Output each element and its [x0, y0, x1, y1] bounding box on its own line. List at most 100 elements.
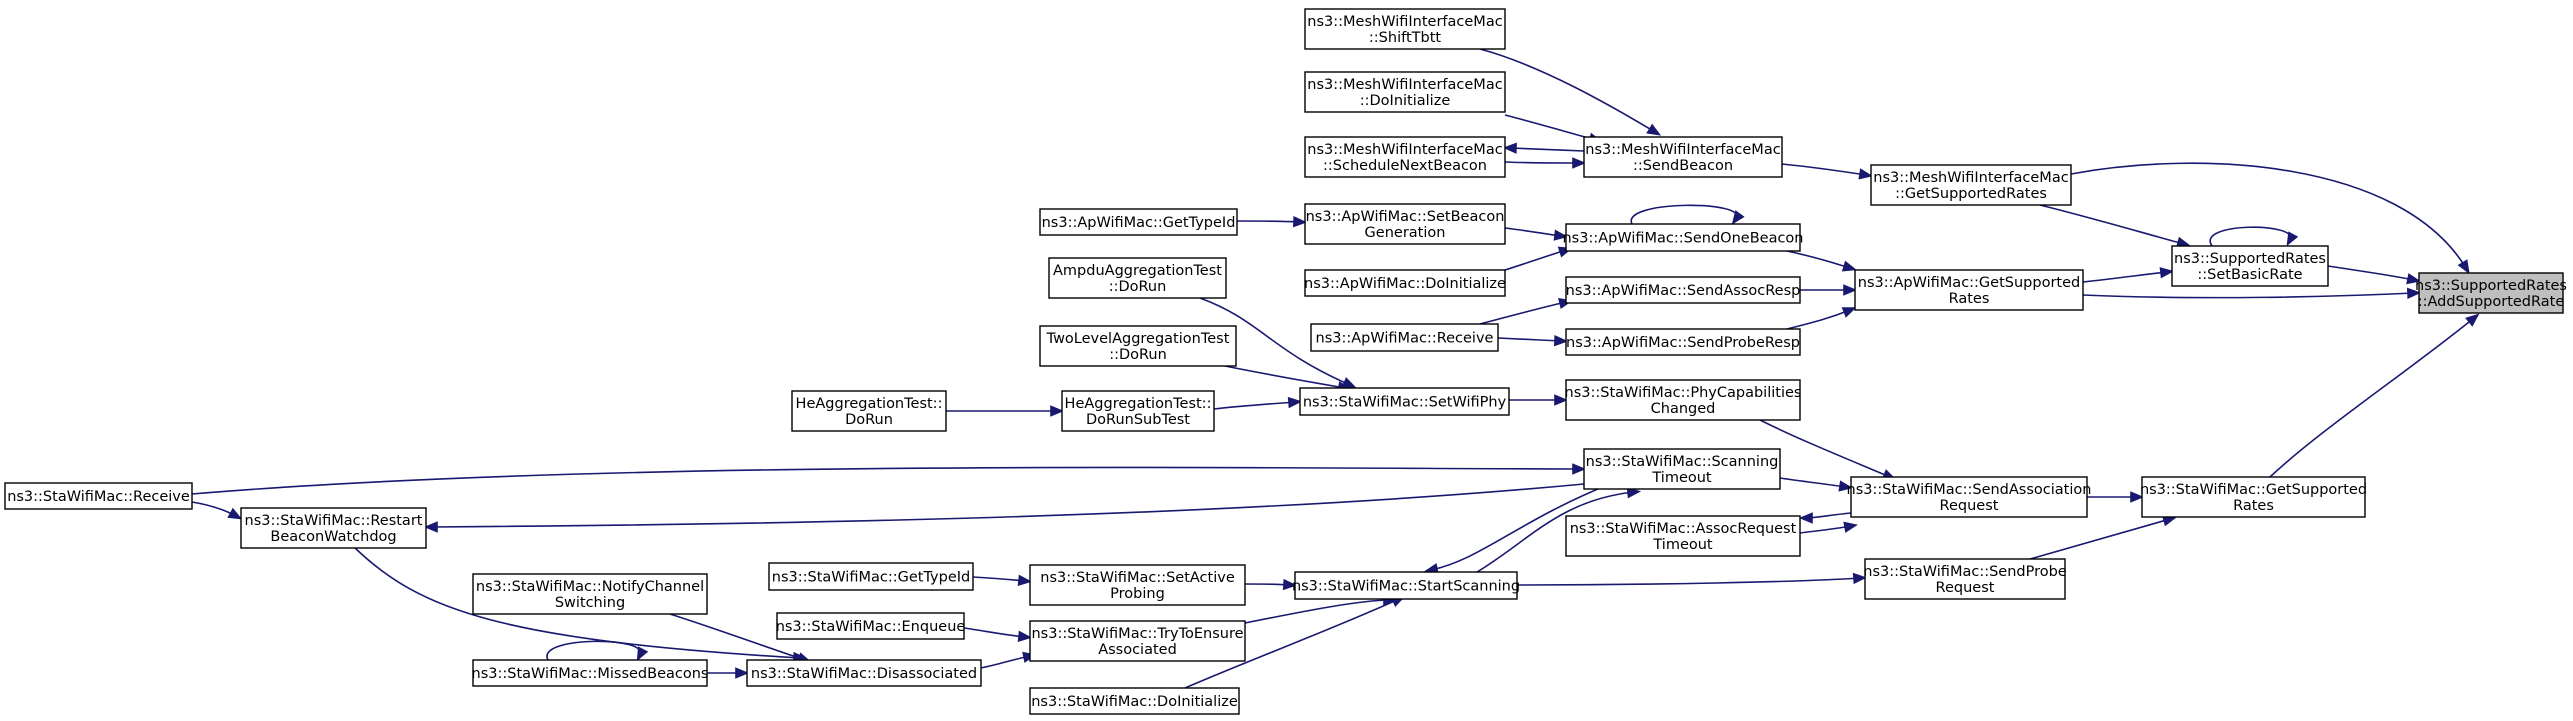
- edge-n2-n5: [1502, 142, 1585, 154]
- node-n27[interactable]: ns3::StaWifiMac::StartScanning: [1292, 571, 1520, 600]
- edge-line: [1516, 577, 1861, 586]
- node-box: [1565, 328, 1801, 356]
- node-n2[interactable]: ns3::MeshWifiInterfaceMac::SendBeacon: [1583, 136, 1783, 178]
- edge-n29-n28: [972, 574, 1033, 587]
- node-n33[interactable]: ns3::StaWifiMac::MissedBeacons: [472, 659, 709, 687]
- edge-line: [1224, 365, 1346, 389]
- edge-line: [1786, 309, 1851, 330]
- node-label: ns3::ApWifiMac::SetBeacon: [1306, 209, 1505, 225]
- node-label: ::ShiftTbtt: [1369, 30, 1441, 46]
- arrowhead: [1553, 334, 1569, 347]
- node-n21[interactable]: HeAggregationTest::DoRunSubTest: [1061, 390, 1215, 432]
- node-n1[interactable]: ns3::MeshWifiInterfaceMac::GetSupportedR…: [1870, 164, 2072, 206]
- edge-n12-n7: [1800, 284, 1858, 296]
- edge-line: [980, 655, 1031, 669]
- node-box: [1304, 203, 1506, 245]
- edge-line: [1759, 419, 1891, 478]
- node-label: TwoLevelAggregationTest: [1046, 331, 1230, 347]
- edge-n28-n27: [1244, 578, 1298, 591]
- arrowhead: [2406, 273, 2421, 285]
- edge-n31-n30: [963, 627, 1033, 643]
- node-box: [746, 659, 982, 687]
- node-box: [1294, 571, 1518, 600]
- node-label: ns3::ApWifiMac::SendOneBeacon: [1562, 231, 1803, 247]
- edge-n3-n2: [1479, 48, 1662, 136]
- node-n6[interactable]: ns3::SupportedRates::SetBasicRate: [2171, 245, 2329, 287]
- node-box: [1061, 390, 1215, 432]
- edge-line: [1497, 337, 1562, 342]
- edge-n7-n6: [2082, 267, 2175, 283]
- node-box: [1304, 71, 1506, 113]
- arrowhead: [2465, 313, 2480, 327]
- edge-n19-n18: [1199, 297, 1357, 388]
- node-n11[interactable]: ns3::ApWifiMac::DoInitialize: [1304, 269, 1506, 297]
- edge-line: [963, 627, 1026, 638]
- edge-line: [1199, 297, 1351, 386]
- node-label: AmpduAggregationTest: [1053, 263, 1222, 279]
- edge-line: [2269, 317, 2475, 478]
- node-box: [1310, 323, 1499, 352]
- node-box: [776, 612, 965, 640]
- node-label: ns3::ApWifiMac::Receive: [1316, 331, 1494, 347]
- edge-line: [1779, 477, 1847, 488]
- node-label: ns3::StaWifiMac::PhyCapabilities: [1565, 385, 1802, 401]
- arrowhead: [1572, 157, 1587, 169]
- node-box: [472, 659, 708, 687]
- node-label: ::ScheduleNextBeacon: [1323, 158, 1487, 174]
- node-label: ns3::StaWifiMac::SetWifiPhy: [1303, 395, 1507, 411]
- node-n10[interactable]: ns3::ApWifiMac::GetTypeId: [1039, 208, 1238, 236]
- node-box: [2141, 476, 2366, 518]
- edge-line: [1184, 598, 1400, 689]
- edge-n10-n9: [1236, 215, 1308, 228]
- node-n4[interactable]: ns3::MeshWifiInterfaceMac::DoInitialize: [1304, 71, 1506, 113]
- node-n13[interactable]: ns3::ApWifiMac::Receive: [1310, 323, 1499, 352]
- node-n29[interactable]: ns3::StaWifiMac::GetTypeId: [768, 562, 974, 591]
- node-n0[interactable]: ns3::SupportedRates::AddSupportedRate: [2415, 272, 2567, 314]
- node-n32[interactable]: ns3::StaWifiMac::Disassociated: [746, 659, 982, 687]
- node-n20[interactable]: TwoLevelAggregationTest::DoRun: [1039, 325, 1237, 367]
- node-n22[interactable]: HeAggregationTest::DoRun: [791, 390, 947, 432]
- node-n7[interactable]: ns3::ApWifiMac::GetSupportedRates: [1854, 269, 2084, 311]
- node-n14[interactable]: ns3::ApWifiMac::SendProbeResp: [1565, 328, 1801, 356]
- node-box: [1583, 136, 1783, 178]
- arrowhead: [636, 646, 649, 662]
- node-n35[interactable]: ns3::StaWifiMac::DoInitialize: [1029, 687, 1240, 715]
- arrowhead: [2159, 267, 2175, 279]
- arrowhead: [1341, 377, 1357, 388]
- node-box: [1048, 257, 1227, 299]
- node-label: ns3::ApWifiMac::GetTypeId: [1042, 215, 1236, 231]
- node-n19[interactable]: AmpduAggregationTest::DoRun: [1048, 257, 1227, 299]
- node-n3[interactable]: ns3::MeshWifiInterfaceMac::ShiftTbtt: [1304, 8, 1506, 50]
- node-n15[interactable]: ns3::StaWifiMac::GetSupportedRates: [2140, 476, 2367, 518]
- node-n12[interactable]: ns3::ApWifiMac::SendAssocResp: [1565, 276, 1801, 304]
- node-box: [1854, 269, 2084, 311]
- node-n24[interactable]: ns3::StaWifiMac::Receive: [4, 482, 193, 510]
- node-label: ns3::MeshWifiInterfaceMac: [1307, 14, 1502, 30]
- arrowhead: [1626, 487, 1642, 499]
- edge-line: [1244, 599, 1391, 624]
- edge-n8-n8: [1630, 204, 1745, 225]
- node-n18[interactable]: ns3::StaWifiMac::SetWifiPhy: [1299, 387, 1510, 416]
- edge-n16-n15: [2087, 491, 2145, 503]
- edge-n9-n8: [1504, 227, 1569, 241]
- node-n31[interactable]: ns3::StaWifiMac::Enqueue: [776, 612, 966, 640]
- node-label: ns3::StaWifiMac::AssocRequest: [1570, 521, 1797, 537]
- node-n5[interactable]: ns3::MeshWifiInterfaceMac::ScheduleNextB…: [1304, 136, 1506, 178]
- edge-line: [1479, 48, 1656, 133]
- edge-line: [1799, 525, 1852, 534]
- node-label: ns3::MeshWifiInterfaceMac: [1585, 142, 1780, 158]
- edge-line: [1479, 301, 1567, 325]
- edge-n33-n32: [707, 667, 750, 679]
- node-n8[interactable]: ns3::ApWifiMac::SendOneBeacon: [1562, 223, 1804, 252]
